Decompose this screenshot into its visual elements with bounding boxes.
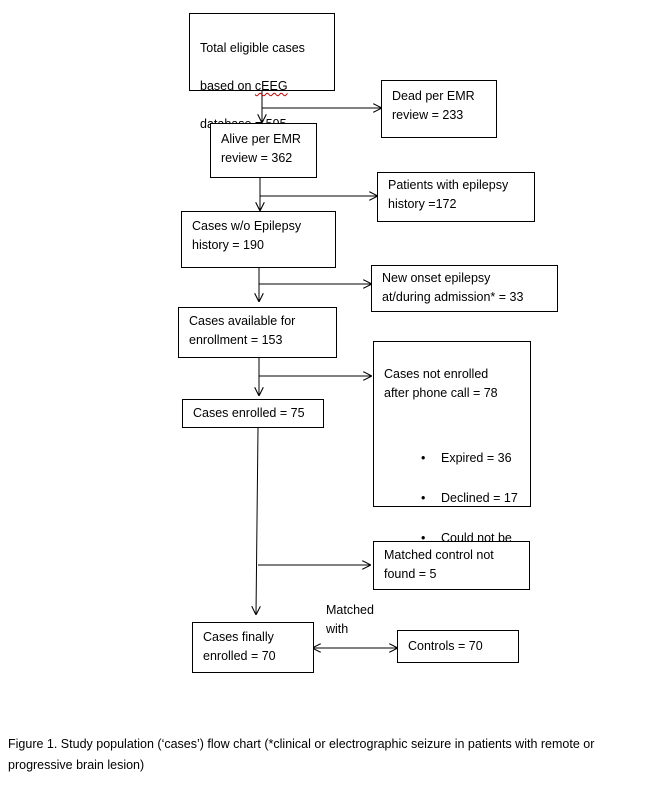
total-line2: based on cEEG xyxy=(200,77,326,96)
total-line2-prefix: based on xyxy=(200,79,255,93)
total-eligible-box: Total eligible cases based on cEEG datab… xyxy=(189,13,335,131)
epilepsy-history-box: Patients with epilepsy history =172 xyxy=(377,172,535,222)
alive-box: Alive per EMR review = 362 xyxy=(210,123,317,178)
available-box: Cases available for enrollment = 153 xyxy=(178,307,337,358)
controls-box: Controls = 70 xyxy=(397,630,519,663)
figure-caption: Figure 1. Study population (‘cases’) flo… xyxy=(8,737,595,772)
no-epilepsy-box: Cases w/o Epilepsy history = 190 xyxy=(181,211,336,268)
no-control-box: Matched control not found = 5 xyxy=(373,541,530,590)
new-onset-box: New onset epilepsy at/during admission* … xyxy=(371,265,558,312)
not-enrolled-title: Cases not enrolled after phone call = 78 xyxy=(384,367,498,400)
finally-enrolled-box: Cases finally enrolled = 70 xyxy=(192,622,314,673)
enrolled-box: Cases enrolled = 75 xyxy=(182,399,324,428)
matched-with-label: Matched with xyxy=(326,603,374,636)
not-enrolled-box: Cases not enrolled after phone call = 78… xyxy=(373,341,531,564)
dead-box: Dead per EMR review = 233 xyxy=(381,80,497,138)
ceeg-word: cEEG xyxy=(254,79,288,93)
list-item: Expired = 36 xyxy=(421,449,522,468)
arrow-enrolled-to-finally xyxy=(256,427,258,614)
total-line1: Total eligible cases xyxy=(200,41,305,55)
list-item: Declined = 17 xyxy=(421,489,522,508)
